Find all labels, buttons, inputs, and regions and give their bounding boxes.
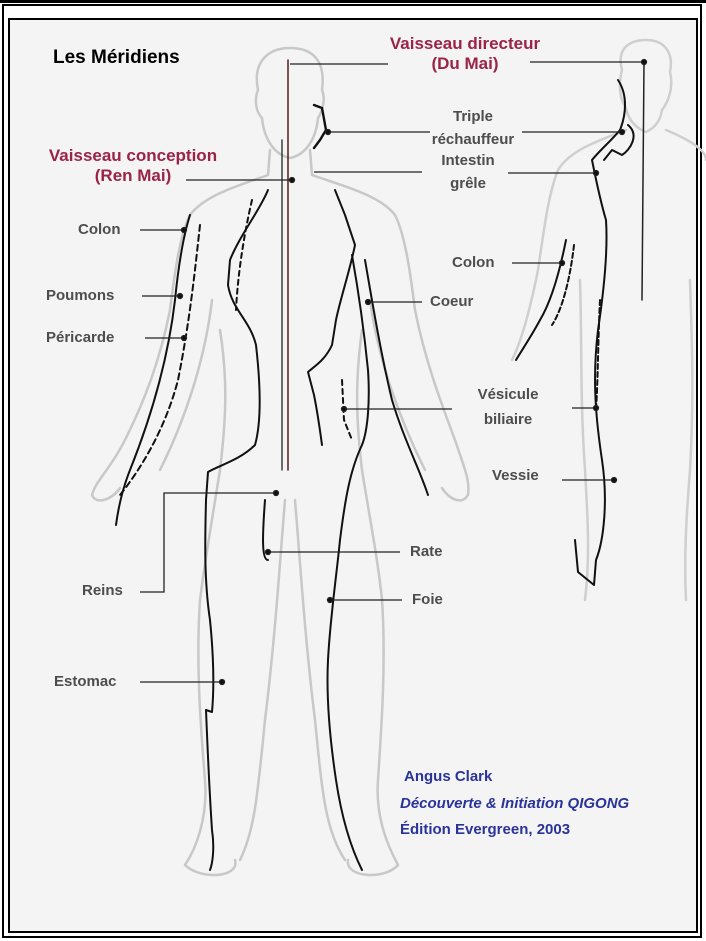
rate-label: Rate	[410, 543, 443, 560]
du-mai-label: Vaisseau directeur (Du Mai)	[372, 34, 558, 73]
colon-back-label: Colon	[452, 254, 495, 271]
credit-edition: Édition Evergreen, 2003	[400, 821, 570, 838]
poumons-label: Poumons	[46, 287, 114, 304]
foie-label: Foie	[412, 591, 443, 608]
coeur-label: Coeur	[430, 293, 473, 310]
ren-mai-label: Vaisseau conception (Ren Mai)	[30, 146, 236, 185]
intestin-line2: grêle	[418, 175, 518, 192]
triple-line1: Triple	[418, 108, 528, 125]
du-mai-line2: (Du Mai)	[372, 54, 558, 74]
triple-line2: réchauffeur	[418, 131, 528, 148]
vesicule-line1: Vésicule	[456, 386, 560, 403]
vesicule-label: Vésicule biliaire	[456, 386, 560, 429]
credit-book: Découverte & Initiation QIGONG	[400, 795, 629, 812]
estomac-label: Estomac	[54, 673, 117, 690]
vessie-label: Vessie	[492, 467, 539, 484]
intestin-label: Intestin grêle	[418, 152, 518, 193]
ren-mai-line2: (Ren Mai)	[30, 166, 236, 186]
intestin-line1: Intestin	[418, 152, 518, 169]
colon-front-label: Colon	[78, 221, 121, 238]
du-mai-line1: Vaisseau directeur	[372, 34, 558, 54]
diagram-title: Les Méridiens	[53, 47, 180, 69]
vesicule-line2: biliaire	[456, 411, 560, 428]
credit-author: Angus Clark	[404, 768, 492, 785]
ren-mai-line1: Vaisseau conception	[30, 146, 236, 166]
pericarde-label: Péricarde	[46, 329, 114, 346]
triple-label: Triple réchauffeur	[418, 108, 528, 149]
reins-label: Reins	[82, 582, 123, 599]
